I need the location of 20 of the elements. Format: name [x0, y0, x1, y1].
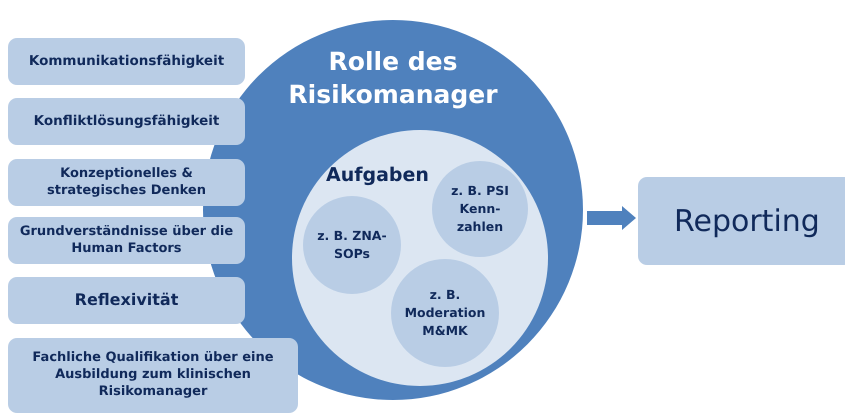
skill-box [8, 338, 298, 413]
skill-label: Reflexivität [74, 290, 180, 311]
task-label: z. B. ZNA-SOPs [316, 226, 388, 263]
skill-label: Fachliche Qualifikation über eine Ausbildung zum klinischen Risikomanager [31, 350, 275, 401]
output-box [638, 177, 845, 265]
role-heading: Rolle des Risikomanager [287, 46, 499, 110]
skill-box [8, 159, 245, 206]
skill-label: Konzeptionelles & strategisches Denken [46, 166, 207, 200]
task-label: z. B. Moderation M&MK [404, 286, 486, 340]
skill-box [8, 38, 245, 85]
block-arrow [587, 206, 636, 230]
skill-label: Konfliktlösungsfähigkeit [32, 112, 220, 130]
skill-box [8, 98, 245, 145]
output-label: Reporting [674, 204, 820, 238]
skill-label: Grundverständnisse über die Human Factors [18, 224, 234, 258]
skill-box [8, 217, 245, 264]
task-label: z. B. PSI Kenn-zahlen [450, 182, 510, 236]
skill-label: Kommunikationsfähigkeit [28, 52, 226, 70]
tasks-heading: Aufgaben [326, 164, 429, 186]
skill-box [8, 277, 245, 324]
